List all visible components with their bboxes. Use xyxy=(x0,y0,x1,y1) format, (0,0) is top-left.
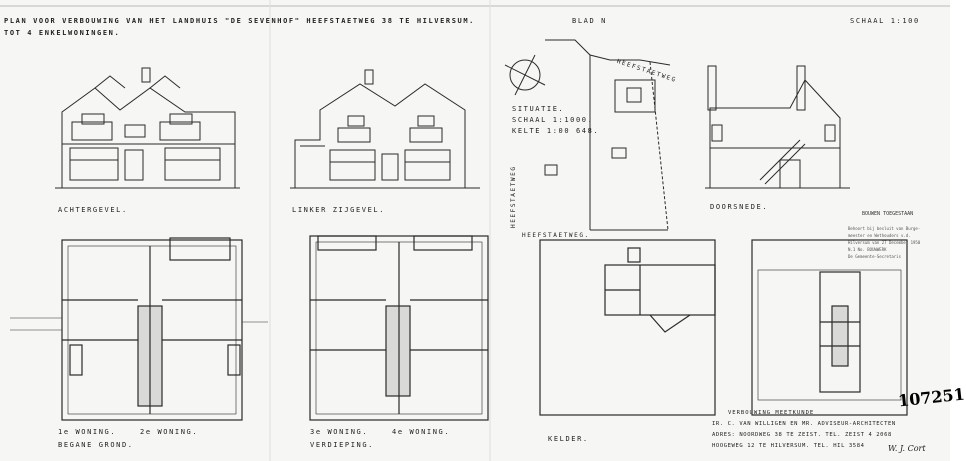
street-label-bottom: HEEFSTAETWEG. xyxy=(522,232,590,239)
scale-label: SCHAAL 1:100 xyxy=(850,17,920,25)
ground-plan-dwelling-1: 1e WONING. xyxy=(58,428,117,436)
approval-stamp-line-3: Hilversum van 27 December 1950 xyxy=(848,240,921,245)
side-elevation-caption: LINKER ZIJGEVEL. xyxy=(292,206,386,214)
approval-stamp-title: BOUWEN TOEGESTAAN xyxy=(862,211,914,217)
sheet-number: BLAD N xyxy=(572,17,607,25)
situation-scale: SCHAAL 1:1000. xyxy=(512,116,594,124)
approval-stamp-line-2: meester en Wethouders v.d. xyxy=(848,233,911,238)
architect-line-3: ADRES: NOORDWEG 38 TE ZEIST. TEL. ZEIST … xyxy=(712,432,892,438)
rear-elevation-caption: ACHTERGEVEL. xyxy=(58,206,128,214)
ground-plan-dwelling-2: 2e WONING. xyxy=(140,428,199,436)
architect-line-2: IR. C. VAN WILLIGEN EN MR. ADVISEUR-ARCH… xyxy=(712,421,896,427)
side-elevation-drawing xyxy=(290,69,480,189)
approval-stamp-line-1: Behoort bij besluit van Burge- xyxy=(848,226,921,231)
section-drawing xyxy=(705,65,850,189)
first-plan-dwelling-4: 4e WONING. xyxy=(392,428,451,436)
architect-line-4: HOOGEWEG 12 TE HILVERSUM. TEL. HIL 3584 xyxy=(712,443,865,449)
approval-stamp-line-5: De Gemeente-Secretaris xyxy=(848,254,901,259)
situation-plot: KELTE 1:00 648. xyxy=(512,127,600,135)
architect-signature: W. J. Cort xyxy=(888,444,926,453)
street-label-side: HEEFSTAETWEG xyxy=(510,165,517,228)
situation-caption: SITUATIE. xyxy=(512,105,565,113)
first-plan-dwelling-3: 3e WONING. xyxy=(310,428,369,436)
section-caption: DOORSNEDE. xyxy=(710,203,769,211)
rear-elevation-drawing xyxy=(55,67,240,189)
cellar-plan xyxy=(539,239,716,416)
drawing-subtitle: TOT 4 ENKELWONINGEN. xyxy=(4,29,121,37)
first-plan-caption: VERDIEPING. xyxy=(310,441,374,449)
drawing-title: PLAN VOOR VERBOUWING VAN HET LANDHUIS "D… xyxy=(4,17,475,25)
ground-plan-caption: BEGANE GROND. xyxy=(58,441,134,449)
ground-floor-plan xyxy=(10,237,268,421)
approval-stamp-line-4: N.1 No. BOUWWERK xyxy=(848,247,887,252)
first-floor-plan xyxy=(309,235,489,421)
architect-line-1: VERBOUWING MEETKUNDE xyxy=(728,410,815,416)
situation-drawing xyxy=(504,39,671,231)
cellar-caption: KELDER. xyxy=(548,435,589,443)
attic-plan xyxy=(751,239,908,416)
